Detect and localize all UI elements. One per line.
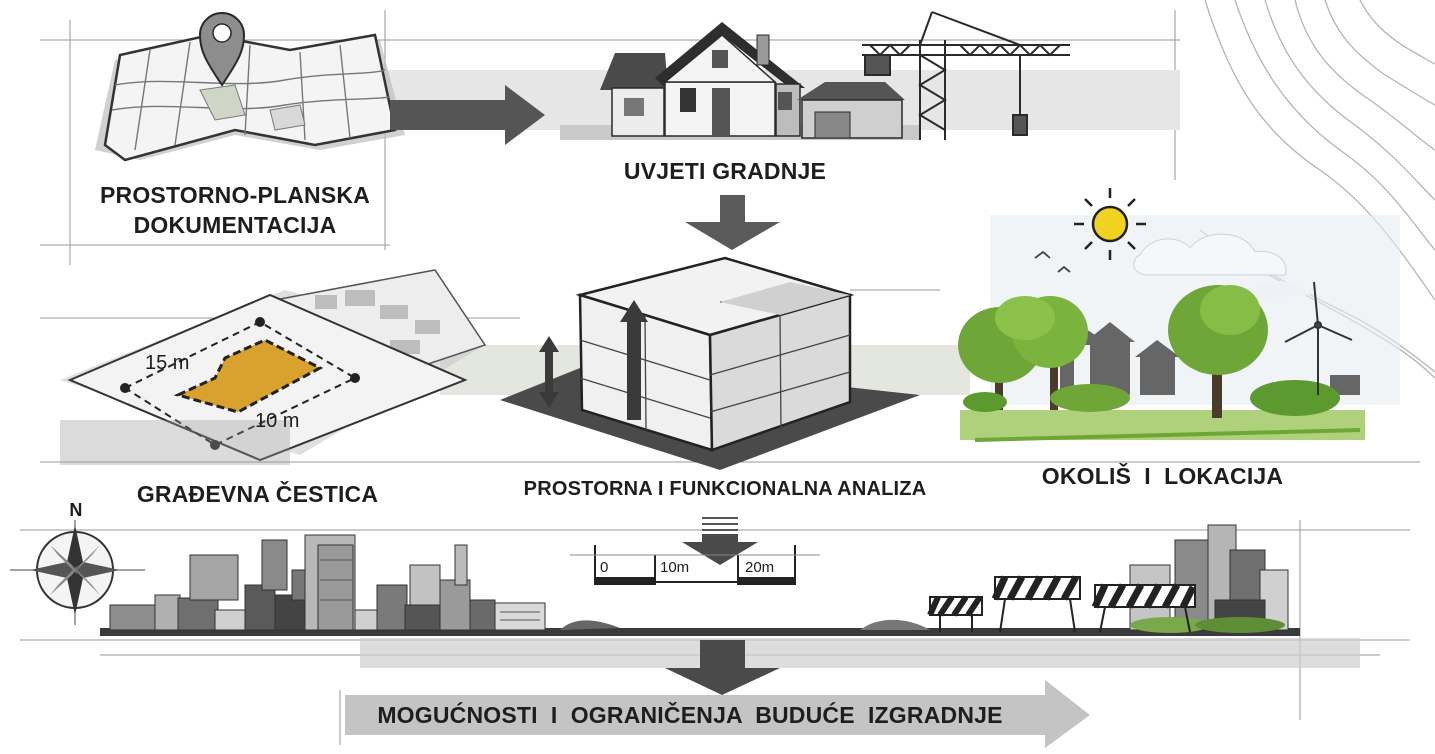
arrow-right-top [390,85,545,145]
scale-tick-10: 10m [660,559,690,576]
plot-dimension-b: 10 m [255,410,300,432]
plot-dimension-a: 15 m [145,352,190,374]
location-pin-icon [198,12,246,87]
label-future-construction: MOGUĆNOSTI I OGRANIČENJA BUDUĆE IZGRADNJ… [377,702,1003,728]
scale-bar [570,545,820,585]
landscape-illustration [958,215,1400,442]
label-planning-line1: PROSTORNO-PLANSKA [99,182,371,208]
label-building-plot: GRAĐEVNA ČESTICA [136,481,379,507]
plot-illustration [60,269,487,465]
label-spatial-analysis: PROSTORNA I FUNKCIONALNA ANALIZA [523,478,927,500]
scale-tick-0: 0 [600,559,609,576]
crane-illustration [862,11,1070,140]
volume-block-illustration [500,256,920,470]
sun-icon [1074,188,1146,260]
arrow-right-bottom [345,680,1090,748]
arrow-down-3 [360,638,1360,695]
label-planning-documentation: PROSTORNO-PLANSKA DOKUMENTACIJA [85,180,385,240]
road-barriers [927,575,1197,633]
compass-icon [10,520,145,625]
city-skyline [100,524,1300,636]
arrow-down-1 [685,195,780,250]
label-building-conditions: UVJETI GRADNJE [623,158,827,184]
houses-illustration [560,22,920,140]
map-illustration [95,33,405,162]
compass-north-label: N [69,500,83,520]
label-planning-line2: DOKUMENTACIJA [133,212,337,238]
arrow-down-2 [682,517,758,565]
scale-tick-20: 20m [745,559,775,576]
label-environment: OKOLIŠ I LOKACIJA [1041,463,1284,489]
